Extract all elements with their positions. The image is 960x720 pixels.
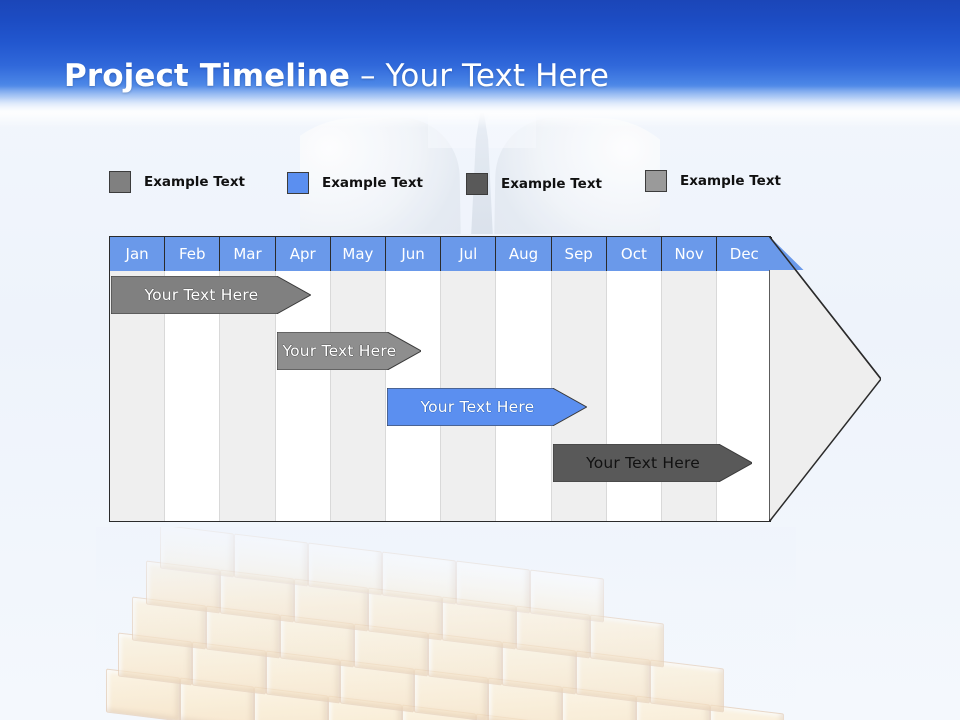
month-column-feb: Feb — [165, 237, 221, 521]
brick — [456, 560, 530, 614]
legend-swatch-icon-3 — [466, 173, 488, 195]
legend-label-3: Example Text — [501, 176, 602, 192]
task-bar-label-2: Your Text Here — [282, 342, 397, 360]
column-divider — [329, 271, 331, 521]
brick — [234, 533, 308, 587]
task-bar-2[interactable]: Your Text Here — [276, 332, 421, 370]
legend-swatch-icon-2 — [287, 172, 309, 194]
month-header-jun[interactable]: Jun — [386, 237, 442, 271]
task-bar-label-4: Your Text Here — [586, 454, 700, 472]
brick — [590, 614, 664, 668]
column-divider — [384, 271, 386, 521]
legend-swatch-icon-1 — [109, 171, 131, 193]
title-bold-part: Project Timeline — [64, 58, 350, 94]
month-column-jul: Jul — [441, 237, 497, 521]
month-header-mar[interactable]: Mar — [220, 237, 276, 271]
task-bar-shape — [387, 388, 587, 426]
column-divider — [164, 271, 166, 521]
task-bar-3[interactable]: Your Text Here — [387, 388, 587, 426]
month-column-apr: Apr — [275, 237, 331, 521]
month-column-aug: Aug — [496, 237, 552, 521]
task-bar-shape — [276, 332, 421, 370]
month-column-may: May — [330, 237, 386, 521]
task-bar-4[interactable]: Your Text Here — [552, 444, 753, 482]
brick-wall-image — [96, 527, 796, 720]
legend-swatch-icon-4 — [645, 170, 667, 192]
task-bar-shape — [111, 276, 311, 314]
legend-item-2: Example Text — [287, 172, 423, 194]
brick — [382, 551, 456, 605]
brick — [650, 659, 724, 713]
legend-label-4: Example Text — [680, 173, 781, 189]
title-separator: – — [350, 58, 386, 94]
column-divider — [660, 271, 662, 521]
brick — [308, 542, 382, 596]
task-bar-label-3: Your Text Here — [420, 398, 535, 416]
column-divider — [716, 271, 718, 521]
legend-label-2: Example Text — [322, 175, 423, 191]
month-header-jul[interactable]: Jul — [441, 237, 497, 271]
month-header-nov[interactable]: Nov — [662, 237, 718, 271]
month-header-feb[interactable]: Feb — [165, 237, 221, 271]
task-bar-shape — [552, 444, 753, 482]
legend-item-3: Example Text — [466, 173, 602, 195]
month-column-jun: Jun — [386, 237, 442, 521]
timeline-arrowhead — [769, 236, 881, 522]
month-header-jan[interactable]: Jan — [110, 237, 166, 271]
legend-label-1: Example Text — [144, 174, 245, 190]
banner-glow — [0, 86, 960, 128]
task-bar-1[interactable]: Your Text Here — [111, 276, 311, 314]
title-light-part: Your Text Here — [385, 58, 610, 94]
month-header-sep[interactable]: Sep — [551, 237, 607, 271]
month-header-dec[interactable]: Dec — [717, 237, 773, 271]
task-bar-label-1: Your Text Here — [144, 286, 259, 304]
month-header-aug[interactable]: Aug — [496, 237, 552, 271]
legend-item-4: Example Text — [645, 170, 781, 192]
month-header-may[interactable]: May — [330, 237, 386, 271]
column-divider — [219, 271, 221, 521]
month-header-apr[interactable]: Apr — [275, 237, 331, 271]
legend-item-1: Example Text — [109, 171, 245, 193]
column-divider — [605, 271, 607, 521]
page-title: Project Timeline – Your Text Here — [64, 58, 609, 94]
month-header-oct[interactable]: Oct — [606, 237, 662, 271]
month-column-oct: Oct — [606, 237, 662, 521]
column-divider — [274, 271, 276, 521]
brick — [530, 569, 604, 623]
